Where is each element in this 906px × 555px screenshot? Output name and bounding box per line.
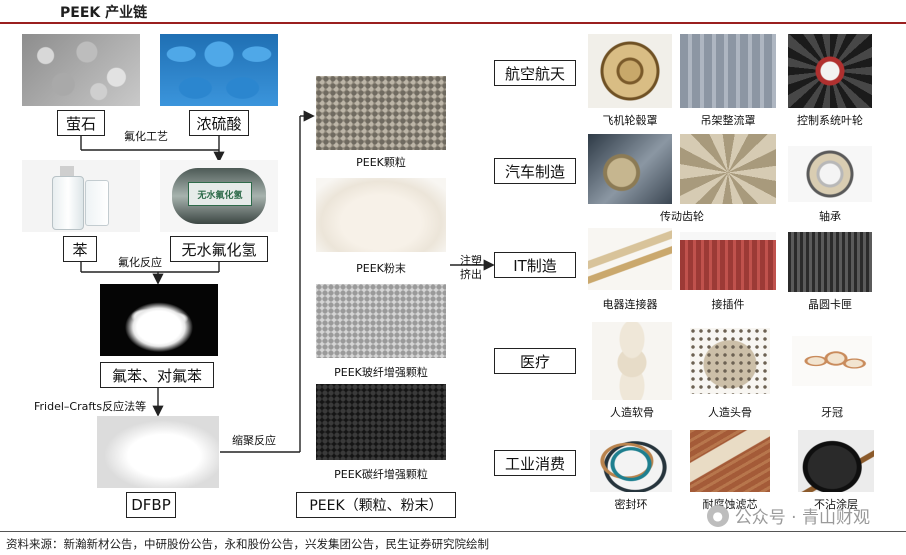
medical-box: 医疗 <box>494 348 576 374</box>
control-impeller-image <box>788 34 872 108</box>
pylon-fairing-image <box>680 34 776 108</box>
sulfuric-acid-box: 浓硫酸 <box>189 110 249 136</box>
dfbp-powder-image <box>97 416 219 488</box>
watermark: ● 公众号 · 青山财观 <box>706 503 870 528</box>
pylon-fairing-caption: 吊架整流罩 <box>700 114 756 127</box>
seal-ring-caption: 密封环 <box>614 498 648 511</box>
electrical-connector-caption: 电器连接器 <box>602 298 658 311</box>
peek-glass-fiber-caption: PEEK玻纤增强颗粒 <box>334 366 428 379</box>
peek-powder-caption: PEEK粉末 <box>356 262 406 275</box>
it-manufacturing-box: IT制造 <box>494 252 576 278</box>
peek-granules-image <box>316 76 446 150</box>
peek-product-box: PEEK（颗粒、粉末） <box>296 492 456 518</box>
artificial-skull-caption: 人造头骨 <box>708 406 752 419</box>
source-note: 资料来源：新瀚新材公告，中研股份公告，永和股份公告，兴发集团公告，民生证券研究院… <box>6 537 489 551</box>
fluorite-box: 萤石 <box>57 110 105 136</box>
tank-label: 无水氟化氢 <box>188 182 252 206</box>
transmission-gear-image <box>588 134 672 204</box>
artificial-cartilage-caption: 人造软骨 <box>610 406 654 419</box>
peek-powder-image <box>316 178 446 252</box>
hf-tank-image: 无水氟化氢 <box>160 160 278 232</box>
non-stick-coating-caption: 不沾涂层 <box>814 498 858 511</box>
industrial-consumer-box: 工业消费 <box>494 450 576 476</box>
aerospace-box: 航空航天 <box>494 60 576 86</box>
seal-ring-image <box>590 430 672 492</box>
page-title: PEEK 产业链 <box>60 5 148 21</box>
artificial-skull-image <box>690 328 770 394</box>
corrosion-filter-image <box>690 430 770 492</box>
control-impeller-caption: 控制系统叶轮 <box>797 114 863 127</box>
footer-rule <box>0 531 906 532</box>
automotive-turbine-image <box>680 134 776 204</box>
peek-glass-fiber-image <box>316 284 446 358</box>
aircraft-wheel-cover-image <box>588 34 672 108</box>
fluorination-reaction-label: 氟化反应 <box>118 256 162 269</box>
peek-granules-caption: PEEK颗粒 <box>356 156 406 169</box>
wechat-icon: ● <box>706 504 729 527</box>
wafer-cassette-image <box>788 226 872 292</box>
dfbp-box: DFBP <box>126 492 176 518</box>
polycondensation-label: 缩聚反应 <box>232 434 276 447</box>
automotive-box: 汽车制造 <box>494 158 576 184</box>
peek-carbon-fiber-caption: PEEK碳纤增强颗粒 <box>334 468 428 481</box>
dental-crown-caption: 牙冠 <box>821 406 843 419</box>
plug-connector-caption: 接插件 <box>711 298 745 311</box>
injection-label: 注塑 <box>460 254 482 267</box>
non-stick-coating-image <box>798 430 874 492</box>
benzene-bottle-image <box>22 160 140 232</box>
plug-connector-image <box>680 232 776 290</box>
anhydrous-hf-box: 无水氟化氢 <box>170 236 268 262</box>
aircraft-wheel-cover-caption: 飞机轮毂罩 <box>602 114 658 127</box>
transmission-gear-caption: 传动齿轮 <box>660 210 704 223</box>
fluorination-process-label: 氟化工艺 <box>124 130 168 143</box>
sulfuric-acid-barrels-image <box>160 34 278 106</box>
friedel-crafts-label: Fridel–Crafts反应法等 <box>34 400 147 413</box>
dental-crown-image <box>792 336 872 386</box>
electrical-connector-image <box>588 228 672 290</box>
fluorite-image <box>22 34 140 106</box>
peek-carbon-fiber-image <box>316 384 446 460</box>
fluorobenzene-powder-image <box>100 284 218 356</box>
wafer-cassette-caption: 晶圆卡匣 <box>808 298 852 311</box>
title-rule <box>0 22 906 24</box>
artificial-cartilage-image <box>592 322 672 400</box>
watermark-text: 公众号 · 青山财观 <box>734 508 870 528</box>
benzene-box: 苯 <box>63 236 97 262</box>
fluorobenzene-box: 氟苯、对氟苯 <box>100 362 214 388</box>
extrusion-label: 挤出 <box>460 268 482 281</box>
bearing-image <box>788 146 872 202</box>
bearing-caption: 轴承 <box>819 210 841 223</box>
